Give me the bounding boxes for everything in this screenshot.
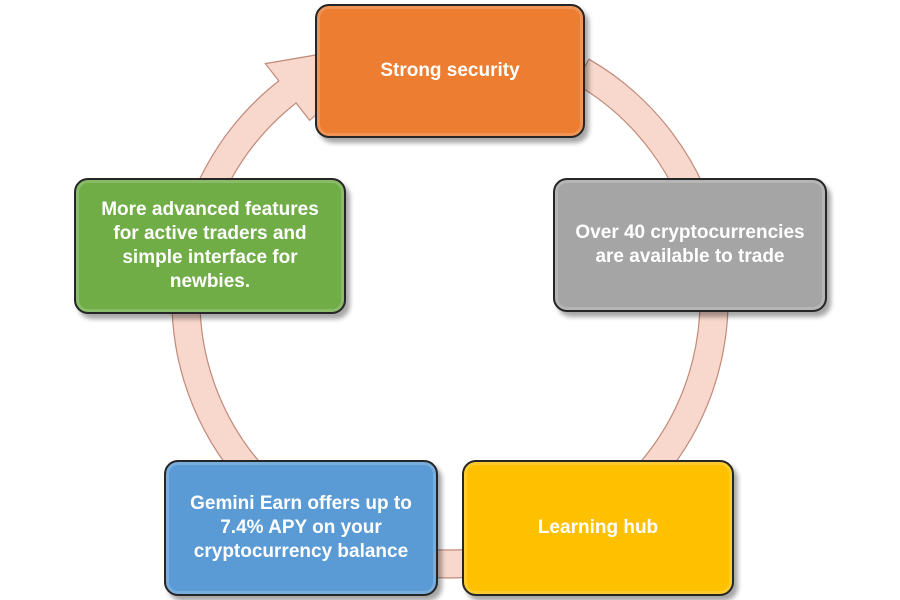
step-cryptocurrencies-label: Over 40 cryptocurrencies are available t… [575, 222, 805, 267]
step-advanced-features-label: More advanced features for active trader… [101, 199, 319, 292]
step-learning-hub-label: Learning hub [537, 517, 659, 538]
step-gemini-earn-label: Gemini Earn offers up to 7.4% APY on you… [190, 493, 412, 562]
step-strong-security-label: Strong security [380, 60, 520, 81]
step-advanced-features: More advanced features for active trader… [74, 178, 346, 314]
step-cryptocurrencies: Over 40 cryptocurrencies are available t… [553, 178, 827, 312]
step-strong-security: Strong security [315, 4, 585, 138]
step-learning-hub: Learning hub [462, 460, 734, 596]
step-gemini-earn: Gemini Earn offers up to 7.4% APY on you… [164, 460, 438, 596]
